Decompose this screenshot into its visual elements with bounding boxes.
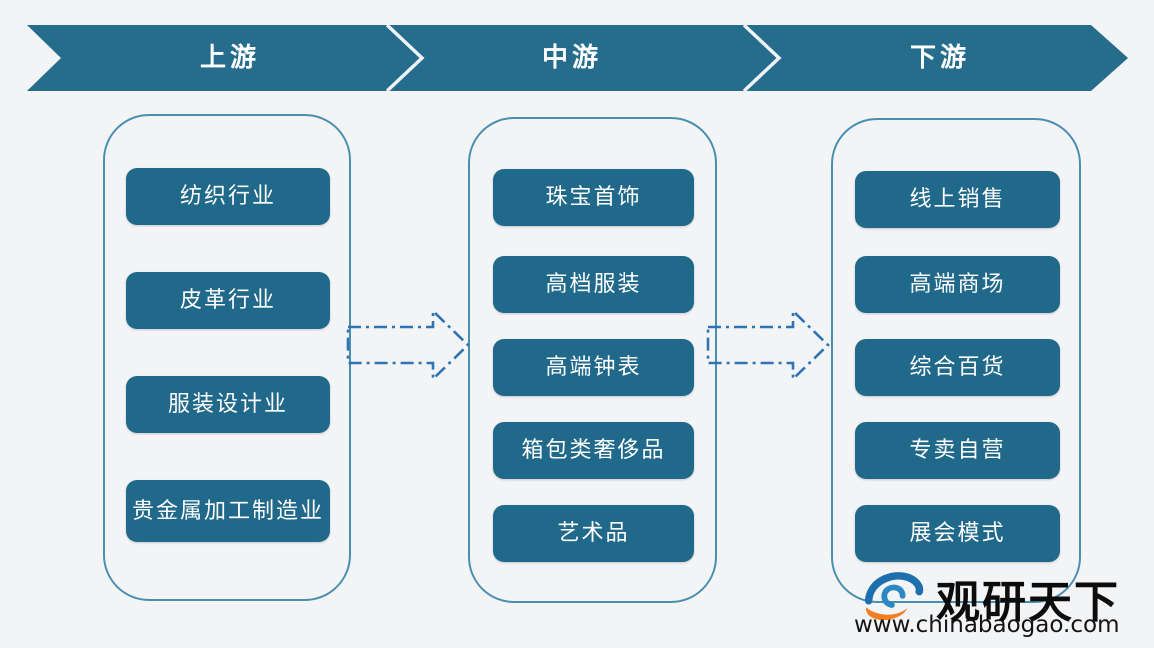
downstream-node-online-sales: 线上销售 <box>855 171 1060 228</box>
stage-ribbon <box>27 23 1128 93</box>
banner-label-downstream: 下游 <box>909 43 970 73</box>
midstream-node-luxury-bags: 箱包类奢侈品 <box>493 422 694 479</box>
banner-label-upstream: 上游 <box>199 43 260 73</box>
upstream-node-textile: 纺织行业 <box>126 168 330 225</box>
midstream-node-watches: 高端钟表 <box>493 339 694 396</box>
banner-label-midstream: 中游 <box>541 43 602 73</box>
midstream-node-fashion: 高档服装 <box>493 256 694 313</box>
chevron-separator-icon <box>742 23 782 93</box>
midstream-container: 珠宝首饰 高档服装 高端钟表 箱包类奢侈品 艺术品 <box>468 117 717 603</box>
ribbon-shape <box>27 25 1128 91</box>
flow-arrow-upstream-to-midstream-icon <box>346 307 470 383</box>
upstream-node-precious-metal: 贵金属加工制造业 <box>126 480 330 542</box>
brand-name: 观研天下 <box>936 577 1120 628</box>
midstream-node-artwork: 艺术品 <box>493 505 694 562</box>
brand-logo-icon <box>864 572 924 621</box>
upstream-node-apparel-design: 服装设计业 <box>126 376 330 433</box>
midstream-node-jewelry: 珠宝首饰 <box>493 169 694 226</box>
flow-arrow-midstream-to-downstream-icon <box>706 307 830 383</box>
downstream-node-department: 综合百货 <box>855 339 1060 396</box>
upstream-node-leather: 皮革行业 <box>126 272 330 329</box>
downstream-node-self-operated: 专卖自营 <box>855 422 1060 479</box>
downstream-node-exhibition: 展会模式 <box>855 505 1060 562</box>
downstream-container: 线上销售 高端商场 综合百货 专卖自营 展会模式 <box>831 118 1081 603</box>
downstream-node-highend-mall: 高端商场 <box>855 256 1060 313</box>
watermark: 观研天下 www.chinabaogao.com <box>850 558 1150 644</box>
upstream-container: 纺织行业 皮革行业 服装设计业 贵金属加工制造业 <box>103 114 351 601</box>
chevron-separator-icon <box>385 23 425 93</box>
brand-website: www.chinabaogao.com <box>854 612 1120 638</box>
